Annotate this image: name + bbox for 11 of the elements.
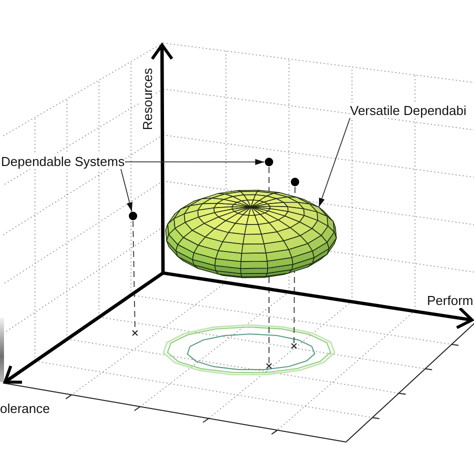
axis-label: Resources	[140, 68, 155, 130]
callout-label: Versatile Dependabi	[350, 103, 466, 118]
point-marker-icon	[128, 212, 138, 220]
callout-label: Dependable Systems	[1, 154, 125, 169]
axis-label: olerance	[0, 401, 50, 416]
axis-label: Perform	[427, 293, 474, 308]
ellipsoid-surface	[165, 190, 337, 278]
leader-arrow	[120, 168, 132, 212]
point-marker-icon	[264, 158, 274, 166]
leader-arrow	[318, 118, 350, 208]
leader-arrow	[124, 158, 265, 165]
